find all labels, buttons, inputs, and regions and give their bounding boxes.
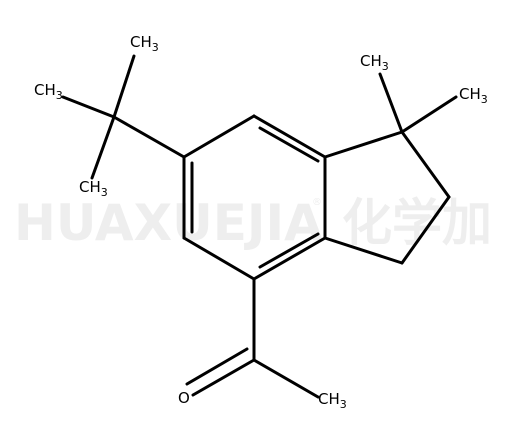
label-tbu-methyl-left: CH3 xyxy=(34,81,63,102)
bond-ring-to-tert-butyl xyxy=(112,115,186,159)
label-carbonyl-oxygen: O xyxy=(178,389,190,407)
ring-bond-c2-c3 xyxy=(400,195,451,265)
ring-inner-bond-c7-c7a xyxy=(258,126,320,163)
bond-carbonyl-to-methyl xyxy=(252,358,320,399)
watermark-registered-mark: ® xyxy=(312,197,322,208)
label-acetyl-methyl: CH3 xyxy=(318,390,347,411)
bond-gem-methyl-right xyxy=(400,95,458,134)
benzene-ring xyxy=(182,114,327,281)
watermark-latin: HUAXUEJIA xyxy=(14,194,323,252)
substituent-bonds xyxy=(61,54,458,399)
atom-labels: CH3 CH3 CH3 CH3 CH3 O CH3 xyxy=(34,33,488,411)
five-membered-ring xyxy=(323,130,451,265)
ring-bond-c6-c7 xyxy=(182,114,256,159)
ring-bond-c4-c5 xyxy=(182,236,256,281)
ring-bond-c1-c2 xyxy=(400,130,451,199)
ring-bond-c3-c3a xyxy=(323,236,404,265)
label-tbu-methyl-bottom: CH3 xyxy=(79,178,108,199)
bond-carbonyl-double-outer xyxy=(191,358,256,397)
bond-tbu-methyl-left xyxy=(61,95,116,119)
bond-tbu-methyl-top xyxy=(112,54,136,119)
watermark: HUAXUEJIA ® 化学加 xyxy=(14,194,492,252)
ring-inner-bond-c3a-c4 xyxy=(258,232,320,269)
label-gem-methyl-left: CH3 xyxy=(360,52,389,73)
bond-gem-methyl-left xyxy=(378,72,404,134)
ring-bond-c7-c7a xyxy=(252,114,327,159)
label-tbu-methyl-top: CH3 xyxy=(130,33,159,54)
ring-bond-c7a-c1 xyxy=(323,130,404,159)
ring-bond-c3a-c4 xyxy=(252,236,327,281)
label-gem-methyl-right: CH3 xyxy=(459,85,488,106)
bond-tbu-methyl-bottom xyxy=(90,115,116,180)
bond-carbonyl-double-inner xyxy=(185,347,249,386)
